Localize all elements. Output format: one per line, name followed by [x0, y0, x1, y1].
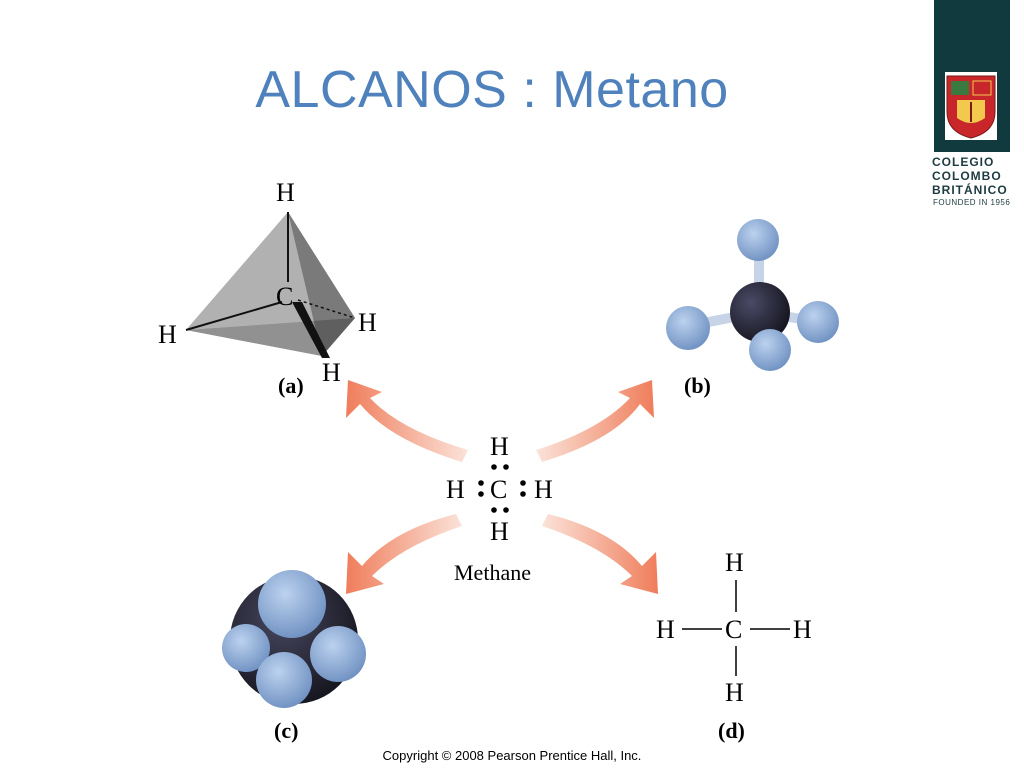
- lewis-h-left: H: [446, 475, 465, 504]
- struct-h-left: H: [656, 615, 675, 644]
- panel-label-c: (c): [274, 718, 299, 743]
- struct-h-right: H: [793, 615, 812, 644]
- logo-line-1: COLEGIO: [932, 155, 995, 169]
- copyright-note: Copyright © 2008 Pearson Prentice Hall, …: [382, 748, 642, 763]
- logo-name: COLEGIO COLOMBO BRITÁNICO: [932, 155, 1022, 197]
- atom-c-a: C: [276, 282, 294, 311]
- lewis-h-top: H: [490, 432, 509, 461]
- lewis-h-bottom: H: [490, 517, 509, 546]
- lewis-dots: [478, 464, 526, 513]
- arrow-to-c: [346, 514, 462, 594]
- logo-founded: FOUNDED IN 1956: [933, 198, 1011, 207]
- arrow-to-d: [542, 514, 658, 594]
- atom-h-right-a: H: [358, 308, 377, 337]
- atom-h-bottom-a: H: [322, 358, 341, 387]
- panel-label-b: (b): [684, 373, 711, 398]
- struct-h-bottom: H: [725, 678, 744, 707]
- struct-h-top: H: [725, 548, 744, 577]
- atom-h-top-a: H: [276, 178, 295, 207]
- space-filling-model: [222, 570, 366, 708]
- shield-icon: [946, 75, 996, 139]
- logo-line-2: COLOMBO: [932, 169, 1002, 183]
- lewis-h-right: H: [534, 475, 553, 504]
- logo-line-3: BRITÁNICO: [932, 183, 1008, 197]
- structural-bonds: [682, 580, 790, 676]
- struct-c: C: [725, 615, 743, 644]
- arrow-to-b: [536, 380, 654, 462]
- ball-stick-model: [666, 219, 839, 371]
- lewis-c: C: [490, 475, 508, 504]
- atom-h-left-a: H: [158, 320, 177, 349]
- panel-label-d: (d): [718, 718, 745, 743]
- logo-shield: [945, 72, 997, 140]
- panel-label-a: (a): [278, 373, 304, 398]
- slide-title: ALCANOS : Metano: [255, 61, 729, 119]
- arrow-to-a: [346, 380, 468, 462]
- methane-label: Methane: [454, 560, 531, 585]
- tetrahedron-model: [185, 212, 356, 358]
